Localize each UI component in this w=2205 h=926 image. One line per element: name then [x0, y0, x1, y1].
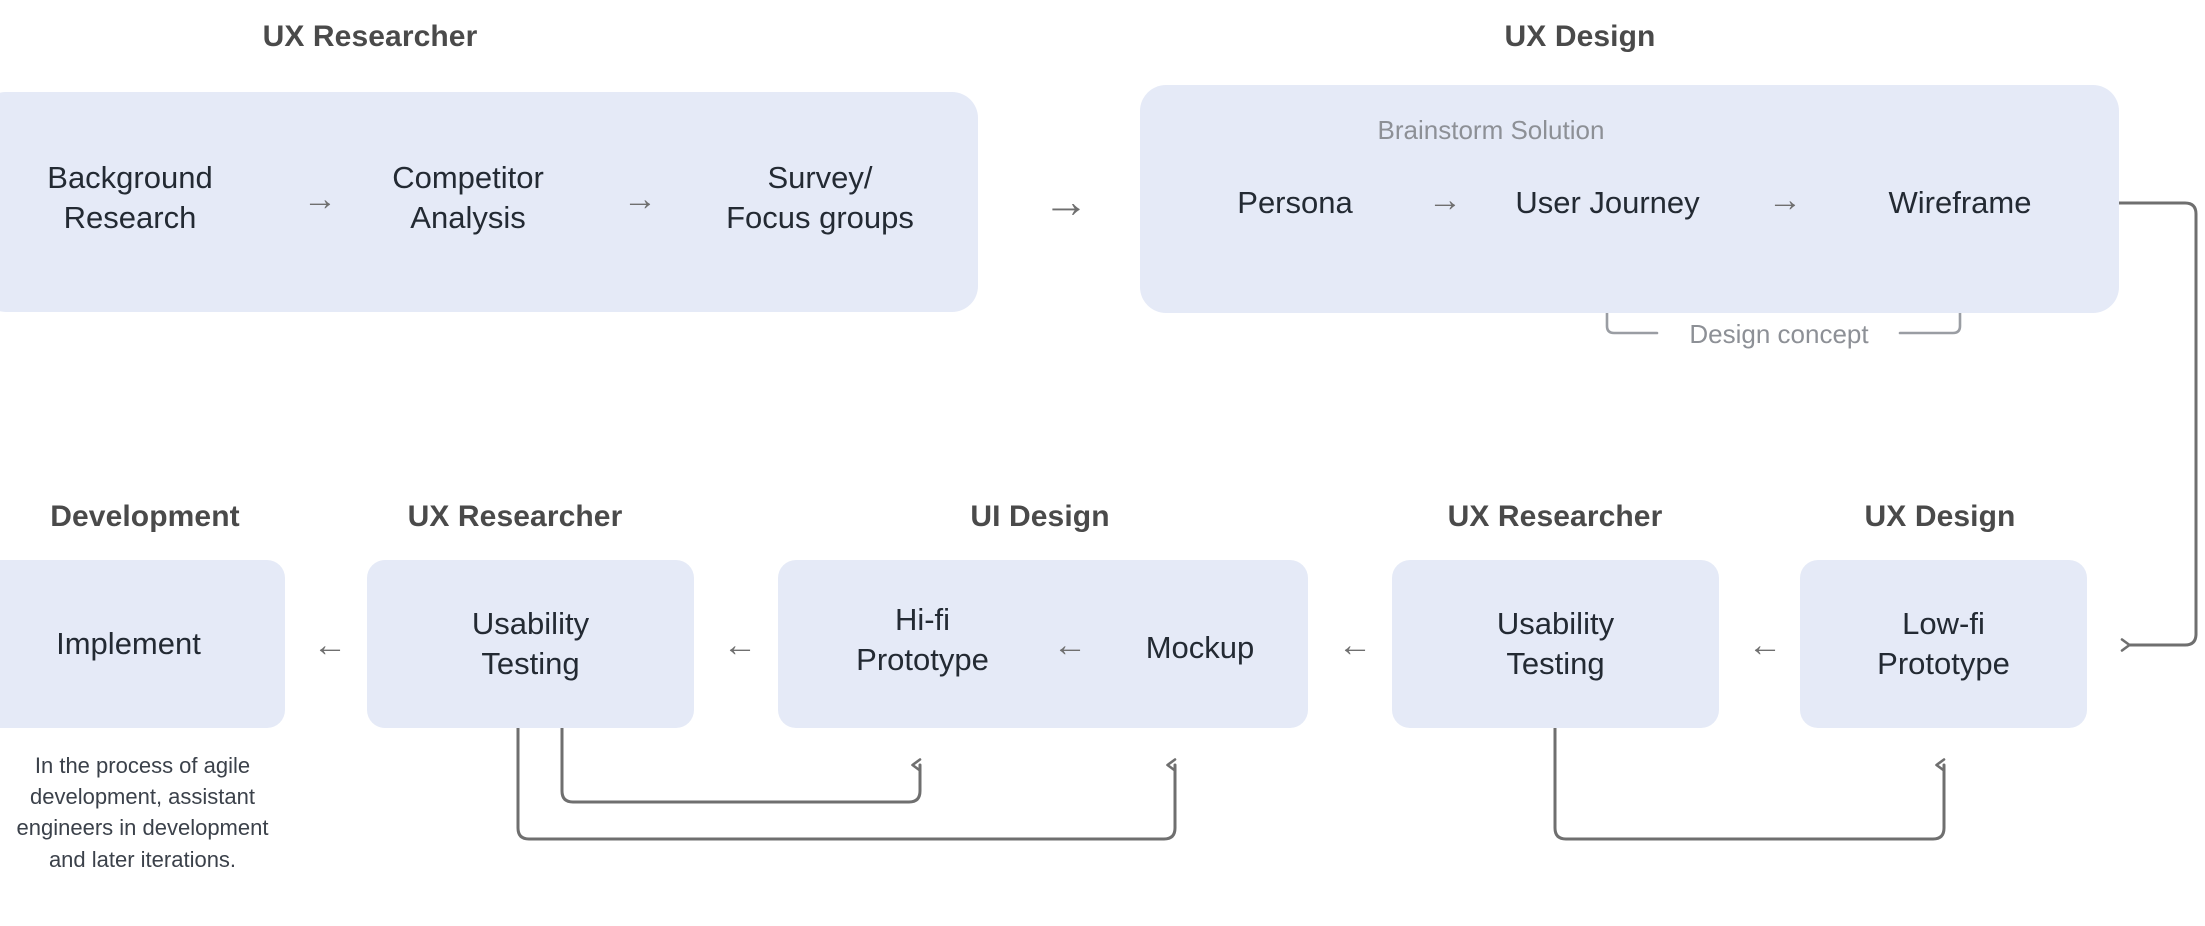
node-box-ui-design-group: [778, 560, 1308, 728]
role-title-ux-design-bottom: UX Design: [1864, 500, 2016, 533]
arrow-usability-right-to-mockup: ←: [1338, 626, 1372, 664]
node-label-mockup: Mockup: [1145, 630, 1255, 665]
feedback-loop-to-lowfi-prototype: [1553, 726, 1946, 841]
role-title-ux-researcher-top: UX Researcher: [262, 20, 478, 53]
arrow-hifi-to-usability-left: ←: [723, 626, 757, 664]
node-label-implement: Implement: [56, 626, 201, 662]
group-box-ux-researcher-top: [0, 92, 978, 312]
step-user-journey: User Journey: [1515, 185, 1700, 220]
role-title-ux-researcher-left: UX Researcher: [407, 500, 623, 533]
loop-caption-brainstorm-solution: Brainstorm Solution: [1377, 115, 1605, 145]
arrow-usability-to-implement: ←: [313, 626, 347, 664]
role-title-ux-researcher-right: UX Researcher: [1447, 500, 1663, 533]
arrow-mockup-to-hifi: ←: [1053, 626, 1087, 664]
arrow-research-to-competitor: →: [303, 180, 337, 218]
arrow-persona-to-user-journey: →: [1428, 181, 1462, 219]
node-label-usability-testing-left: Usability Testing: [471, 606, 590, 681]
node-label-usability-testing-right: Usability Testing: [1496, 606, 1615, 681]
arrow-user-journey-to-wireframe: →: [1768, 181, 1802, 219]
arrow-ux-researcher-to-ux-design: →: [1043, 175, 1089, 227]
step-persona: Persona: [1237, 185, 1353, 220]
node-box-lowfi-prototype: Low-fi Prototype: [1800, 560, 2087, 728]
node-box-usability-testing-left: Usability Testing: [367, 560, 694, 728]
feedback-loop-to-hifi-prototype: [560, 726, 922, 804]
step-wireframe: Wireframe: [1888, 185, 2032, 220]
step-competitor-analysis: Competitor Analysis: [392, 160, 544, 235]
loop-caption-design-concept: Design concept: [1689, 319, 1869, 349]
role-title-development: Development: [50, 500, 240, 533]
node-label-lowfi-prototype: Low-fi Prototype: [1877, 606, 2010, 681]
step-background-research: Background Research: [47, 160, 213, 235]
arrow-competitor-to-survey: →: [623, 180, 657, 218]
arrow-lowfi-to-usability-right: ←: [1748, 626, 1782, 664]
node-box-usability-testing-right: Usability Testing: [1392, 560, 1719, 728]
development-note: In the process of agile development, ass…: [16, 753, 269, 872]
wrap-connector-wireframe-to-lowfi: [2117, 201, 2198, 652]
role-title-ux-design-top: UX Design: [1504, 20, 1656, 53]
node-box-implement: Implement: [0, 560, 285, 728]
step-survey-focus-groups: Survey/ Focus groups: [726, 160, 914, 235]
feedback-loop-to-mockup: [516, 726, 1177, 841]
role-title-ui-design: UI Design: [970, 500, 1110, 533]
node-label-hifi-prototype: Hi-fi Prototype: [856, 602, 989, 677]
